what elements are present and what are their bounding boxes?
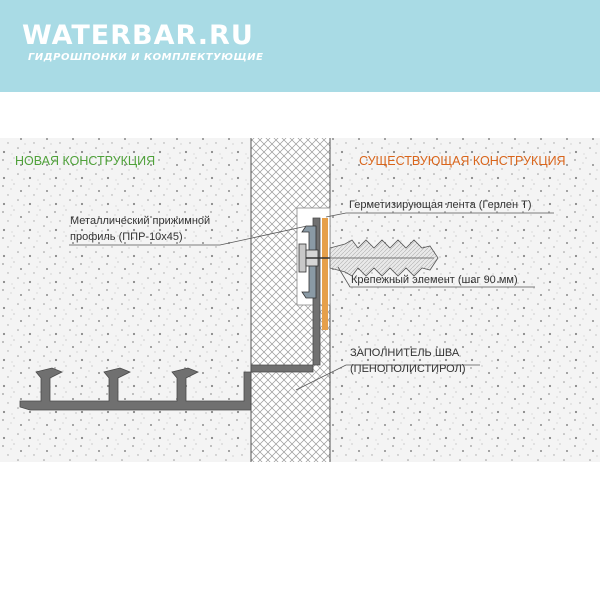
leader-lines [69,212,554,391]
fastener-leader [337,266,535,288]
filler-label-line1: ЗАПОЛНИТЕЛЬ ШВА [350,347,460,359]
sealing-tape [322,218,328,330]
section-new-title: НОВАЯ КОНСТРУКЦИЯ [15,154,156,168]
tape-leader [325,212,554,218]
filler-label-line2: (ПЕНОПОЛИСТИРОЛ) [350,363,466,375]
header-banner: WATERBAR.RU ГИДРОШПОНКИ И КОМПЛЕКТУЮЩИЕ [0,0,600,92]
existing-concrete [330,138,600,462]
new-concrete [0,138,251,462]
brand-logo[interactable]: WATERBAR.RU [22,20,254,51]
waterstop-profile [19,217,321,411]
brand-tagline: ГИДРОШПОНКИ И КОМПЛЕКТУЮЩИЕ [28,52,264,63]
fastener-label: Крепежный элемент (шаг 90 мм) [351,274,518,286]
bolt-head [298,243,307,273]
profile-label-line2: профиль (ППР-10х45) [70,231,183,243]
profile-label-line1: Металлический прижимной [70,215,211,227]
section-existing-title: СУЩЕСТВУЮЩАЯ КОНСТРУКЦИЯ [359,154,566,168]
filler-leader [295,364,480,391]
tape-label: Герметизирующая лента (Герлен Т) [349,199,532,211]
profile-leader [69,225,308,246]
